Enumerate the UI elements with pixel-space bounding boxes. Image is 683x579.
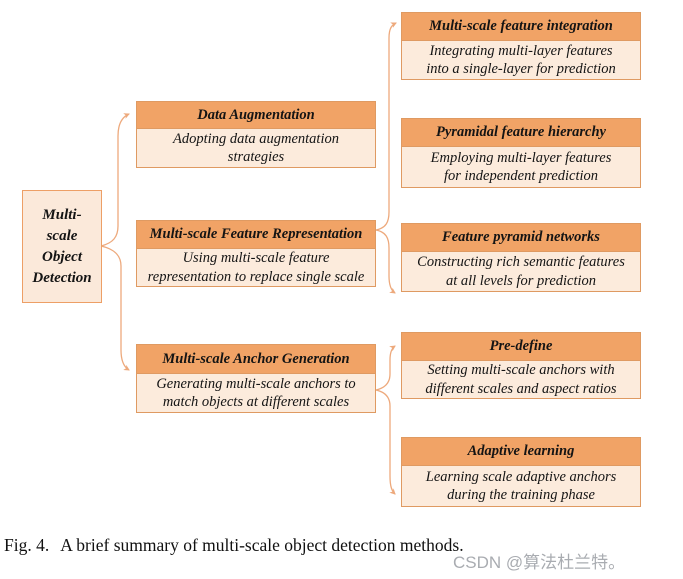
- node-feature-pyramid-networks: Feature pyramid networks Constructing ri…: [401, 223, 641, 292]
- node-pre-define: Pre-define Setting multi-scale anchors w…: [401, 332, 641, 399]
- node-body: Adopting data augmentation strategies: [137, 129, 375, 167]
- node-title: Adaptive learning: [467, 443, 575, 459]
- node-description: Adopting data augmentation strategies: [173, 130, 339, 166]
- node-body: Learning scale adaptive anchors during t…: [402, 466, 640, 506]
- watermark-text: CSDN @算法杜兰特。: [453, 553, 626, 572]
- node-header: Pyramidal feature hierarchy: [402, 119, 640, 147]
- node-body: Constructing rich semantic features at a…: [402, 252, 640, 291]
- node-title: Data Augmentation: [197, 106, 315, 123]
- figure-caption-label: Fig. 4.: [4, 535, 50, 555]
- node-header: Multi-scale feature integration: [402, 13, 640, 41]
- node-title: Multi-scale Feature Representation: [149, 226, 363, 242]
- node-multi-scale-feature-integration: Multi-scale feature integration Integrat…: [401, 12, 641, 80]
- node-header: Data Augmentation: [137, 102, 375, 129]
- figure-caption-text: A brief summary of multi-scale object de…: [60, 535, 464, 555]
- connector-root-to-anchor-generation: [100, 245, 130, 371]
- connector-anchorgen-to-adaptive-learning: [375, 389, 396, 495]
- node-multi-scale-feature-representation: Multi-scale Feature Representation Using…: [136, 220, 376, 287]
- connector-anchorgen-to-predefine: [375, 345, 396, 391]
- node-body: Generating multi-scale anchors to match …: [137, 374, 375, 412]
- connector-featrep-to-feature-integration: [375, 22, 397, 231]
- node-description: Learning scale adaptive anchors during t…: [425, 468, 617, 504]
- node-description: Employing multi-layer features for indep…: [430, 149, 612, 185]
- node-body: Integrating multi-layer features into a …: [402, 41, 640, 79]
- node-header: Feature pyramid networks: [402, 224, 640, 252]
- connector-root-to-data-augmentation: [100, 113, 130, 247]
- node-header: Adaptive learning: [402, 438, 640, 466]
- connector-featrep-to-feature-pyramid-networks: [375, 229, 396, 294]
- node-header: Pre-define: [402, 333, 640, 361]
- node-title: Pre-define: [489, 338, 553, 354]
- root-node-label: Multi- scale Object Detection: [32, 206, 92, 286]
- node-title: Pyramidal feature hierarchy: [436, 124, 606, 140]
- node-multi-scale-anchor-generation: Multi-scale Anchor Generation Generating…: [136, 344, 376, 413]
- figure-caption: Fig. 4. A brief summary of multi-scale ob…: [4, 535, 664, 556]
- node-description: Constructing rich semantic features at a…: [417, 254, 625, 289]
- node-header: Multi-scale Anchor Generation: [137, 345, 375, 374]
- node-title: Multi-scale feature integration: [429, 18, 613, 34]
- node-multi-scale-object-detection: Multi- scale Object Detection: [22, 190, 102, 303]
- node-description: Generating multi-scale anchors to match …: [156, 375, 356, 411]
- node-title: Multi-scale Anchor Generation: [162, 350, 350, 367]
- node-body: Using multi-scale feature representation…: [137, 249, 375, 286]
- node-title: Feature pyramid networks: [442, 229, 600, 245]
- node-body: Employing multi-layer features for indep…: [402, 147, 640, 187]
- node-adaptive-learning: Adaptive learning Learning scale adaptiv…: [401, 437, 641, 507]
- node-body: Setting multi-scale anchors with differe…: [402, 361, 640, 398]
- node-header: Multi-scale Feature Representation: [137, 221, 375, 249]
- node-description: Integrating multi-layer features into a …: [426, 42, 616, 78]
- node-description: Using multi-scale feature representation…: [147, 250, 365, 285]
- node-data-augmentation: Data Augmentation Adopting data augmenta…: [136, 101, 376, 168]
- node-description: Setting multi-scale anchors with differe…: [425, 362, 617, 397]
- node-pyramidal-feature-hierarchy: Pyramidal feature hierarchy Employing mu…: [401, 118, 641, 188]
